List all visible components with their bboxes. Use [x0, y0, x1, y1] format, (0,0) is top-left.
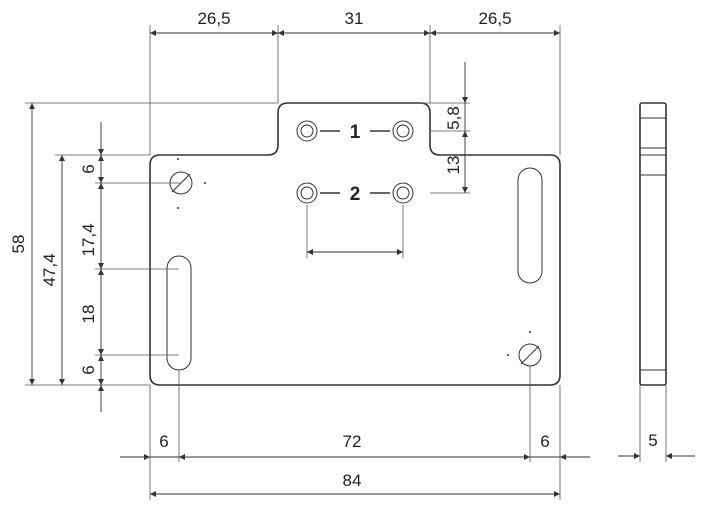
dim-top-right: 26,5 [478, 9, 511, 28]
plate-side-view: 5 [618, 102, 695, 462]
dim-overall-height: 58 [9, 235, 28, 254]
dim-hole-spacing-horizontal: 72 [343, 432, 362, 451]
mounting-hole-bottom-right [507, 331, 542, 367]
dim-top-center: 31 [345, 9, 364, 28]
left-dimensions: 58 47,4 6 17,4 18 6 [9, 102, 278, 412]
dim-hole-spacing-vertical: 13 [444, 156, 463, 175]
dim-tab-height: 5,8 [444, 106, 463, 130]
dim-hole-to-slot: 17,4 [79, 223, 98, 256]
dim-top-left: 26,5 [197, 9, 230, 28]
mounting-slot-left [166, 255, 192, 371]
tab-dimensions: 5,8 13 [420, 62, 470, 194]
dim-slot-from-bottom: 6 [79, 365, 98, 374]
position-label-2: 2 [350, 184, 361, 205]
position-label-1: 1 [350, 122, 361, 143]
bottom-dimensions: 6 72 6 84 [120, 366, 590, 500]
plate-front-view: 1 2 [149, 102, 561, 386]
dim-right-edge-offset: 6 [540, 432, 549, 451]
position-holes [296, 120, 414, 204]
dim-plate-height: 47,4 [40, 253, 59, 286]
dim-slot-length: 18 [79, 305, 98, 324]
dim-thickness: 5 [648, 431, 657, 450]
plate-outline [149, 102, 561, 386]
dim-left-edge-offset: 6 [159, 432, 168, 451]
mounting-slot-right [517, 167, 543, 284]
dim-overall-width: 84 [343, 471, 362, 490]
mounting-hole-top-left [169, 158, 206, 209]
dim-hole-from-top: 6 [79, 164, 98, 173]
top-dimensions: 26,5 31 26,5 [149, 9, 561, 155]
